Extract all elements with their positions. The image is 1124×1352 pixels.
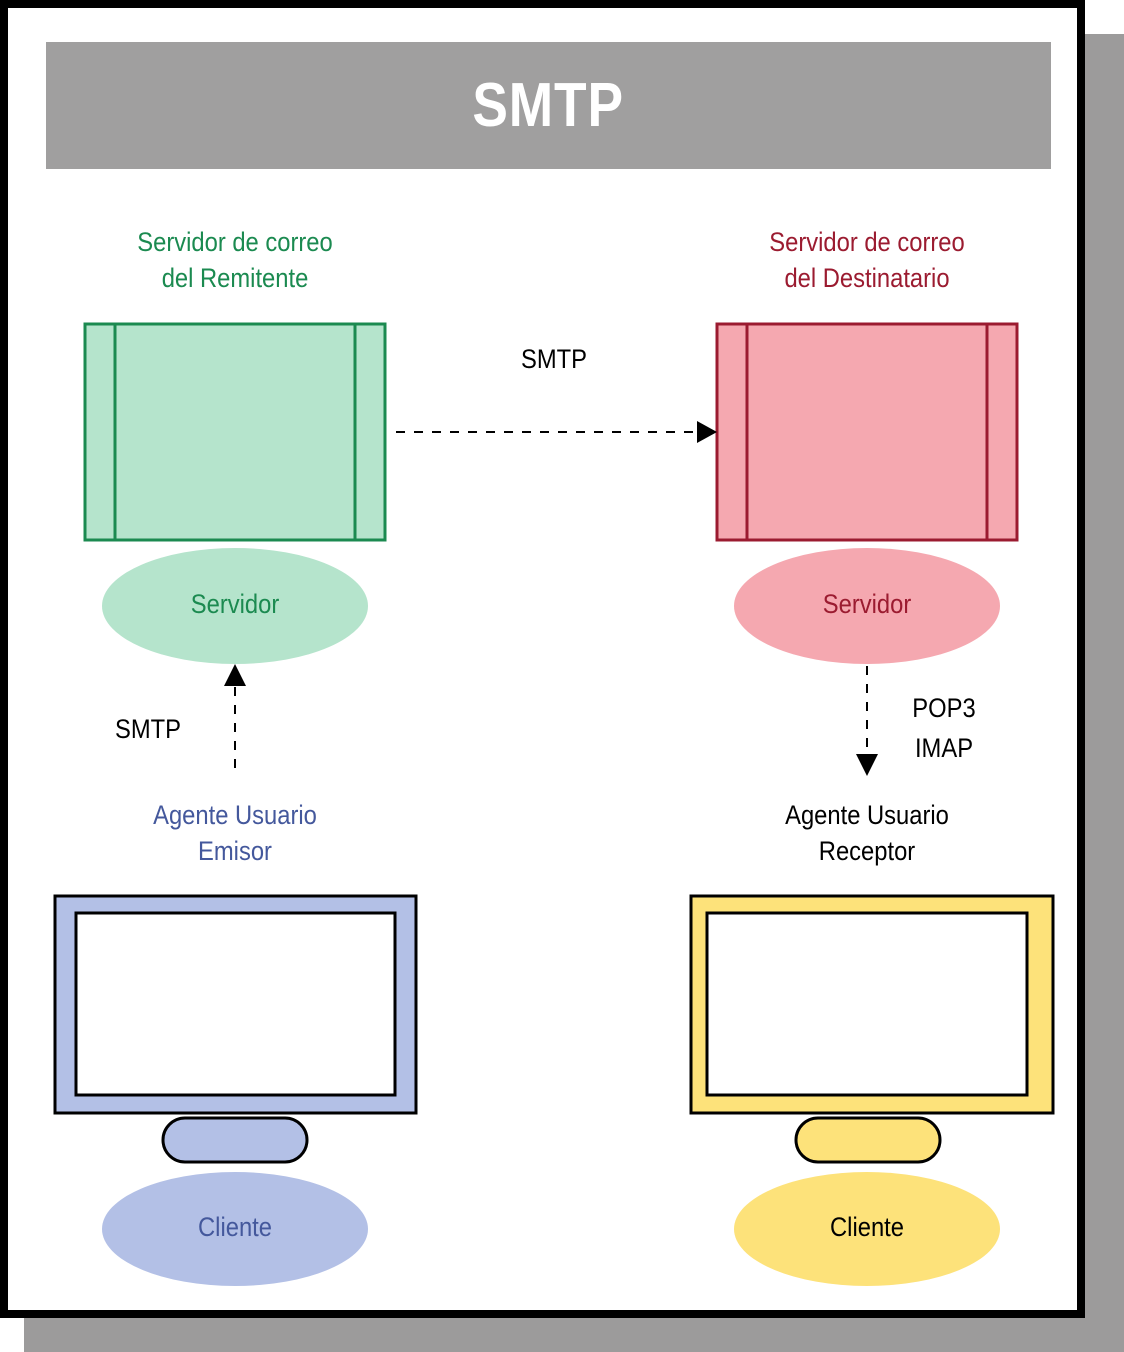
sender-server-label-line2: del Remitente bbox=[161, 263, 309, 293]
receiver-server-ellipse-label: Servidor bbox=[822, 589, 912, 619]
sender-agent-label-line1: Agente Usuario bbox=[153, 800, 317, 830]
sender-server-box bbox=[83, 322, 387, 542]
receiver-server-box bbox=[715, 322, 1019, 542]
diagram-title: SMTP bbox=[472, 71, 625, 140]
receiver-monitor bbox=[689, 894, 1055, 1164]
sender-monitor bbox=[53, 894, 418, 1164]
sender-server-ellipse-label: Servidor bbox=[190, 589, 280, 619]
receiver-server-label: Servidor de correo del Destinatario bbox=[744, 224, 990, 296]
sender-client-ellipse bbox=[102, 1172, 368, 1286]
receiver-server-ellipse bbox=[734, 548, 1000, 664]
receiver-server-label-line2: del Destinatario bbox=[784, 263, 950, 293]
sender-link-label: SMTP bbox=[114, 714, 181, 744]
receiver-client-ellipse bbox=[734, 1172, 1000, 1286]
server-to-receiver-arrow bbox=[856, 666, 878, 776]
sender-server-label: Servidor de correo del Remitente bbox=[112, 224, 358, 296]
server-link-label: SMTP bbox=[520, 344, 587, 374]
receiver-link-label-line1: POP3 bbox=[912, 693, 976, 723]
title-bar: SMTP bbox=[46, 42, 1051, 169]
receiver-server-label-line1: Servidor de correo bbox=[769, 227, 965, 257]
sender-server-label-line1: Servidor de correo bbox=[137, 227, 333, 257]
receiver-link-label-line2: IMAP bbox=[914, 733, 974, 763]
receiver-agent-label-line1: Agente Usuario bbox=[785, 800, 949, 830]
sender-agent-label: Agente Usuario Emisor bbox=[121, 797, 350, 869]
sender-client-ellipse-label: Cliente bbox=[198, 1212, 272, 1242]
receiver-agent-label-line2: Receptor bbox=[818, 836, 916, 866]
sender-agent-label-line2: Emisor bbox=[198, 836, 272, 866]
receiver-link-label: POP3 IMAP bbox=[891, 688, 997, 768]
receiver-agent-label: Agente Usuario Receptor bbox=[753, 797, 982, 869]
sender-server-ellipse bbox=[102, 548, 368, 664]
sender-to-server-arrow bbox=[224, 664, 246, 768]
receiver-client-ellipse-label: Cliente bbox=[830, 1212, 904, 1242]
server-to-server-arrow bbox=[396, 421, 717, 443]
